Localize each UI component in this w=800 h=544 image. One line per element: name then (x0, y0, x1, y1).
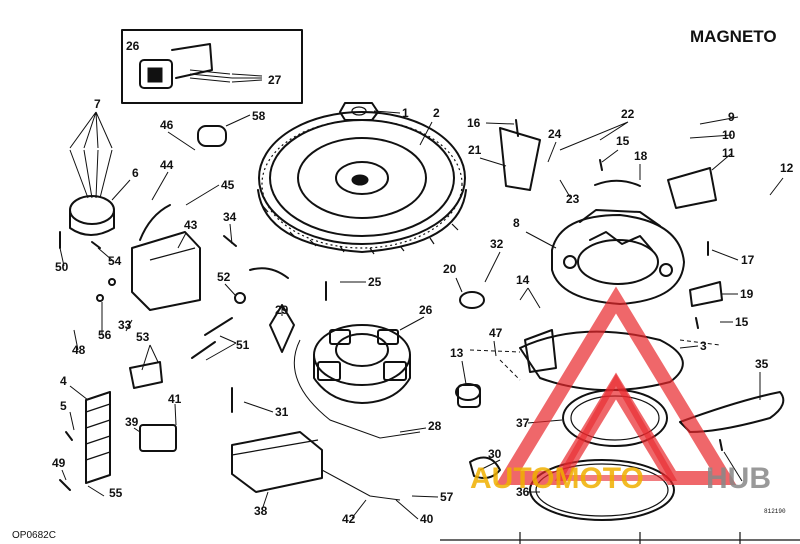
callout: 28 (428, 419, 442, 433)
stator-leads (293, 339, 421, 439)
lead-connector-28 (269, 304, 295, 353)
assembly-lines (469, 339, 721, 381)
throttle-link (679, 391, 785, 433)
inset-box (121, 29, 303, 104)
support-plate (519, 330, 684, 392)
drawing-number: 812190 (764, 508, 786, 515)
callout: 20 (443, 262, 457, 276)
callout: 31 (275, 405, 289, 419)
callout: 27 (268, 73, 282, 87)
callout: 52 (217, 270, 231, 284)
callout: 50 (55, 260, 69, 274)
callout: 34 (223, 210, 237, 224)
callout: 8 (513, 216, 520, 230)
callout: 6 (132, 166, 139, 180)
callout: 19 (740, 287, 754, 301)
callout: 15 (616, 134, 630, 148)
watermark-text-a: AUTOMOTO (470, 462, 644, 495)
callout: 55 (109, 486, 123, 500)
callout: 26 (126, 39, 140, 53)
callout: 25 (368, 275, 382, 289)
callout: 15 (735, 315, 749, 329)
callout: 48 (72, 343, 86, 357)
callout: 47 (489, 326, 503, 340)
retaining-ring-35-inner (535, 463, 669, 517)
figure-code: OP0682C (12, 530, 56, 541)
callout: 4 (60, 374, 67, 388)
callout: 26 (419, 303, 433, 317)
callout: 49 (52, 456, 66, 470)
callout: 32 (490, 237, 504, 251)
callout: 17 (741, 253, 755, 267)
callout: 42 (342, 512, 356, 526)
inset-coil (139, 43, 263, 89)
callout: 16 (467, 116, 481, 130)
watermark-text-b: HUB (706, 462, 771, 495)
diagram-title: MAGNETO (690, 27, 777, 46)
callout: 22 (621, 107, 635, 121)
callout: 51 (236, 338, 250, 352)
watermark-logo (495, 286, 737, 485)
stator (313, 324, 411, 404)
callout: 54 (108, 254, 122, 268)
callout: 24 (548, 127, 562, 141)
callout: 35 (755, 357, 769, 371)
callout: 37 (516, 416, 530, 430)
callout: 45 (221, 178, 235, 192)
callout: 2 (433, 106, 440, 120)
terminal-block (85, 391, 111, 484)
callout: 38 (254, 504, 268, 518)
flywheel (257, 111, 467, 255)
power-pack (231, 431, 401, 501)
callout: 39 (125, 415, 139, 429)
callout: 30 (488, 447, 502, 461)
callout: 46 (160, 118, 174, 132)
callout: 7 (94, 97, 101, 111)
callout: 11 (722, 146, 735, 160)
callout-labels: 26 27 1 2 3 4 5 6 7 8 9 10 11 12 13 14 1… (52, 39, 794, 526)
callout: 18 (634, 149, 648, 163)
callout: 56 (98, 328, 112, 342)
callout: 53 (136, 330, 150, 344)
callout: 13 (450, 346, 464, 360)
callout: 12 (780, 161, 794, 175)
ignition-coil (131, 204, 201, 311)
condenser (69, 149, 115, 236)
callout: 14 (516, 273, 530, 287)
callout: 44 (160, 158, 174, 172)
callout: 43 (184, 218, 198, 232)
callout: 3 (700, 339, 707, 353)
callout: 57 (440, 490, 454, 504)
callout: 1 (402, 106, 409, 120)
misc-small-parts (59, 119, 723, 491)
callout: 9 (728, 110, 735, 124)
callout: 40 (420, 512, 434, 526)
callout: 58 (252, 109, 266, 123)
callout: 5 (60, 399, 67, 413)
retaining-ring-35 (529, 459, 675, 521)
callout: 41 (168, 392, 182, 406)
callout: 33 (118, 318, 132, 332)
flywheel-nut (339, 102, 379, 121)
callout: 36 (516, 485, 530, 499)
callout: 21 (468, 143, 482, 157)
armature-plate (551, 209, 685, 305)
